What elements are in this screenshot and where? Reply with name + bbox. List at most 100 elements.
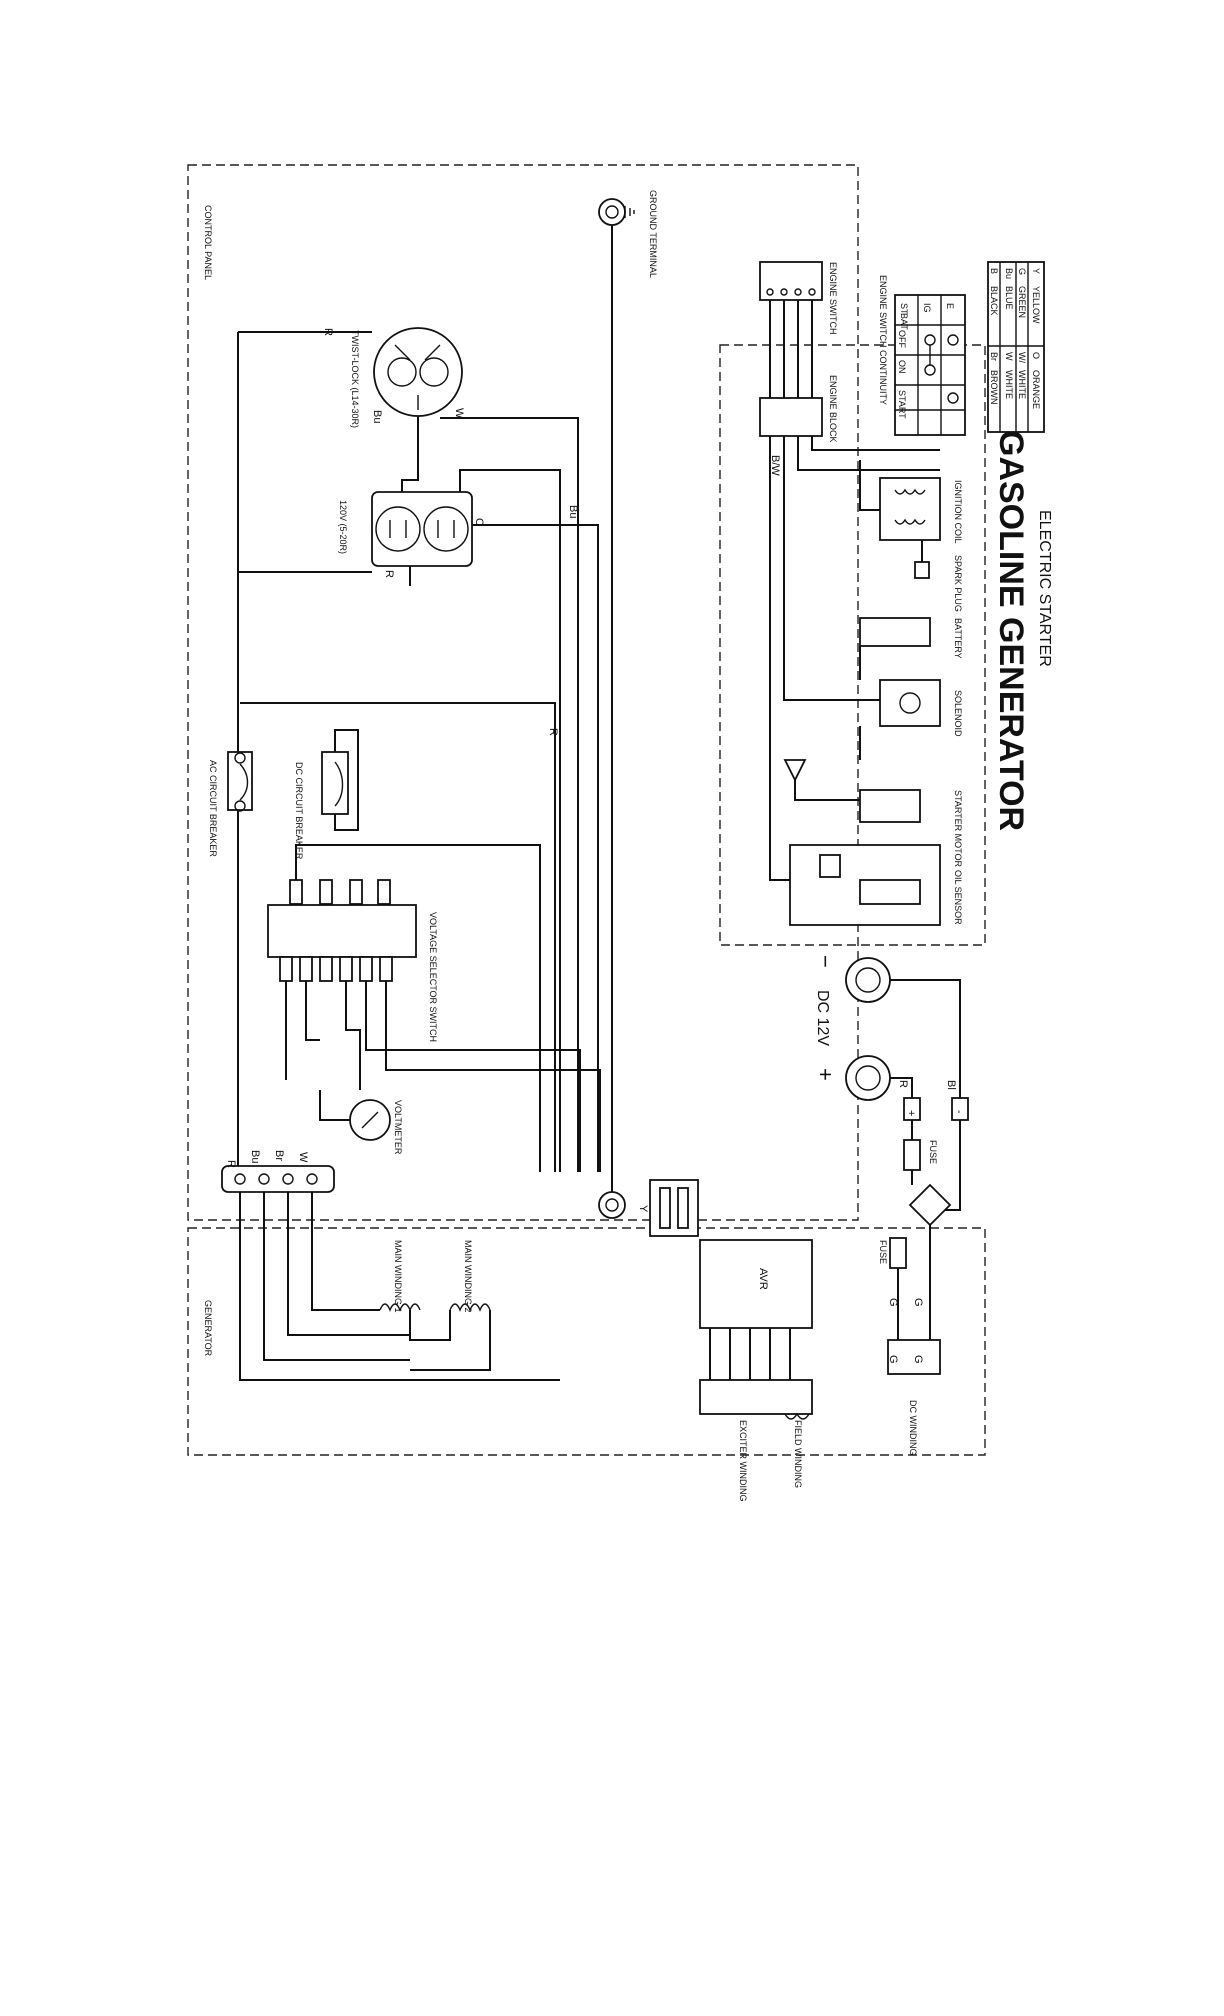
wire-label-g4: G	[912, 1355, 924, 1364]
legend-name: GREEN	[1017, 286, 1027, 318]
battery: BATTERY	[859, 617, 963, 659]
legend-name: YELLOW	[1031, 286, 1041, 324]
wire-label-br: Br	[273, 1150, 285, 1161]
wire-label-bu1: Bu	[371, 410, 383, 423]
wire-label-bu2: Bu	[567, 505, 579, 518]
switch-state: OFF	[897, 330, 907, 348]
subtitle: ELECTRIC STARTER	[1036, 510, 1053, 667]
dc-circuit-breaker: DC CIRCUIT BREAKER	[294, 751, 349, 860]
wire-label-bl: Bl	[945, 1080, 957, 1090]
control-panel-section: CONTROL PANEL	[187, 164, 859, 1221]
ac-breaker-label: AC CIRCUIT BREAKER	[208, 760, 218, 857]
avr-label: AVR	[757, 1268, 769, 1290]
engine-block-connector: ENGINE BLOCK	[759, 375, 838, 443]
generator-label: GENERATOR	[203, 1300, 213, 1357]
ignition-coil: IGNITION COIL	[879, 477, 963, 544]
oil-sensor-label: OIL SENSOR	[953, 870, 963, 925]
legend-name: ORANGE	[1031, 370, 1041, 409]
wire-label-r2: R	[383, 570, 395, 578]
wire-label-y: Y	[637, 1205, 649, 1213]
title-block: GASOLINE GENERATOR ELECTRIC STARTER	[992, 430, 1053, 831]
fuse-2: FUSE	[903, 1139, 938, 1171]
switch-code: IG	[922, 303, 932, 313]
fuse-1-block: FUSE	[878, 1237, 907, 1269]
legend-code: W/	[1017, 352, 1027, 363]
wire-label-bu3: Bu	[249, 1150, 261, 1163]
control-panel-label: CONTROL PANEL	[203, 205, 213, 280]
title: GASOLINE GENERATOR	[992, 430, 1030, 831]
fuse-1-label: FUSE	[878, 1240, 888, 1264]
voltage-switch-label: VOLTAGE SELECTOR SWITCH	[428, 912, 438, 1042]
ac-circuit-breaker: AC CIRCUIT BREAKER	[208, 751, 253, 857]
connector-block	[649, 1179, 699, 1237]
terminal-strip	[221, 1165, 335, 1193]
engine-switch: ENGINE SWITCH	[759, 261, 838, 335]
wire-label-bw: B/W	[769, 455, 781, 476]
dc-plus-label: +	[813, 1068, 838, 1081]
dc-winding-label: DC WINDING	[908, 1400, 918, 1456]
wire-label-g1: G	[887, 1298, 899, 1307]
legend-code: Bu	[1004, 268, 1014, 279]
duplex-outlet: 120V (5-20R)	[338, 491, 473, 567]
legend-code: Y	[1031, 268, 1041, 274]
duplex-label: 120V (5-20R)	[338, 500, 348, 554]
continuity-title: ENGINE SWITCH CONTINUITY	[878, 275, 888, 405]
main-winding-2-label: MAIN WINDING 2	[463, 1240, 473, 1313]
solenoid-label: SOLENOID	[953, 690, 963, 737]
legend-code: Br	[989, 352, 999, 361]
ignition-coil-label: IGNITION COIL	[953, 480, 963, 544]
switch-state: ON	[897, 360, 907, 374]
switch-continuity-table: ENGINE SWITCH CONTINUITY	[878, 275, 966, 436]
wire-label-w2: W	[297, 1152, 309, 1163]
legend-name: BLUE	[1004, 286, 1014, 310]
starter-motor: STARTER MOTOR	[783, 759, 963, 868]
switch-code: ST	[899, 303, 909, 315]
ground-terminal-bottom	[598, 1191, 626, 1219]
legend-code: B	[989, 268, 999, 274]
wire-label-r4: R	[225, 1160, 237, 1168]
engine-block-label: ENGINE BLOCK	[828, 375, 838, 443]
wire-label-g2: G	[912, 1298, 924, 1307]
twist-lock-label: TWIST-LOCK (L14-30R)	[350, 330, 360, 428]
spark-plug: SPARK PLUG	[914, 555, 963, 612]
legend-name: BLACK	[989, 286, 999, 316]
legend-name: WHITE	[1017, 370, 1027, 399]
solenoid: SOLENOID	[879, 679, 963, 737]
wire-label-r3: R	[547, 728, 559, 736]
oil-sensor: OIL SENSOR	[789, 844, 963, 926]
voltage-selector-switch: VOLTAGE SELECTOR SWITCH	[267, 879, 438, 1042]
main-winding-1-label: MAIN WINDING 1	[393, 1240, 403, 1313]
voltmeter-label: VOLTMETER	[393, 1100, 403, 1155]
switch-state: START	[897, 390, 907, 419]
wire-label-minus: -	[953, 1110, 965, 1114]
wire-label-r5: R	[897, 1080, 909, 1088]
main-winding-2: MAIN WINDING 2	[449, 1240, 491, 1313]
fuse-2-label: FUSE	[928, 1140, 938, 1164]
wire-label-o: O	[473, 518, 485, 527]
main-winding-1: MAIN WINDING 1	[379, 1240, 421, 1313]
rectifier	[908, 1183, 952, 1227]
battery-label: BATTERY	[953, 618, 963, 659]
legend-code: W	[1004, 352, 1014, 361]
generator-section: GENERATOR	[187, 1227, 986, 1456]
ground-terminal-label: GROUND TERMINAL	[648, 190, 658, 278]
switch-code: BAT	[899, 313, 909, 330]
twist-lock-outlet: TWIST-LOCK (L14-30R)	[350, 327, 463, 428]
legend-code: G	[1017, 268, 1027, 275]
wire-label-w1: W	[453, 408, 465, 419]
dc-breaker-label: DC CIRCUIT BREAKER	[294, 762, 304, 860]
minus-block	[951, 1097, 969, 1121]
ground-terminal-top: GROUND TERMINAL	[598, 190, 658, 278]
field-winding-label: FIELD WINDING	[793, 1420, 803, 1488]
dc-label: DC 12V	[814, 990, 831, 1046]
wire-label-r1: R	[322, 328, 334, 336]
wire-label-g3: G	[887, 1355, 899, 1364]
switch-code: E	[945, 303, 955, 309]
avr: AVR	[699, 1239, 813, 1329]
starter-motor-label: STARTER MOTOR	[953, 790, 963, 868]
legend-name: WHITE	[1004, 370, 1014, 399]
dc-output: + − DC 12V	[813, 955, 891, 1101]
voltmeter: VOLTMETER	[349, 1099, 403, 1155]
